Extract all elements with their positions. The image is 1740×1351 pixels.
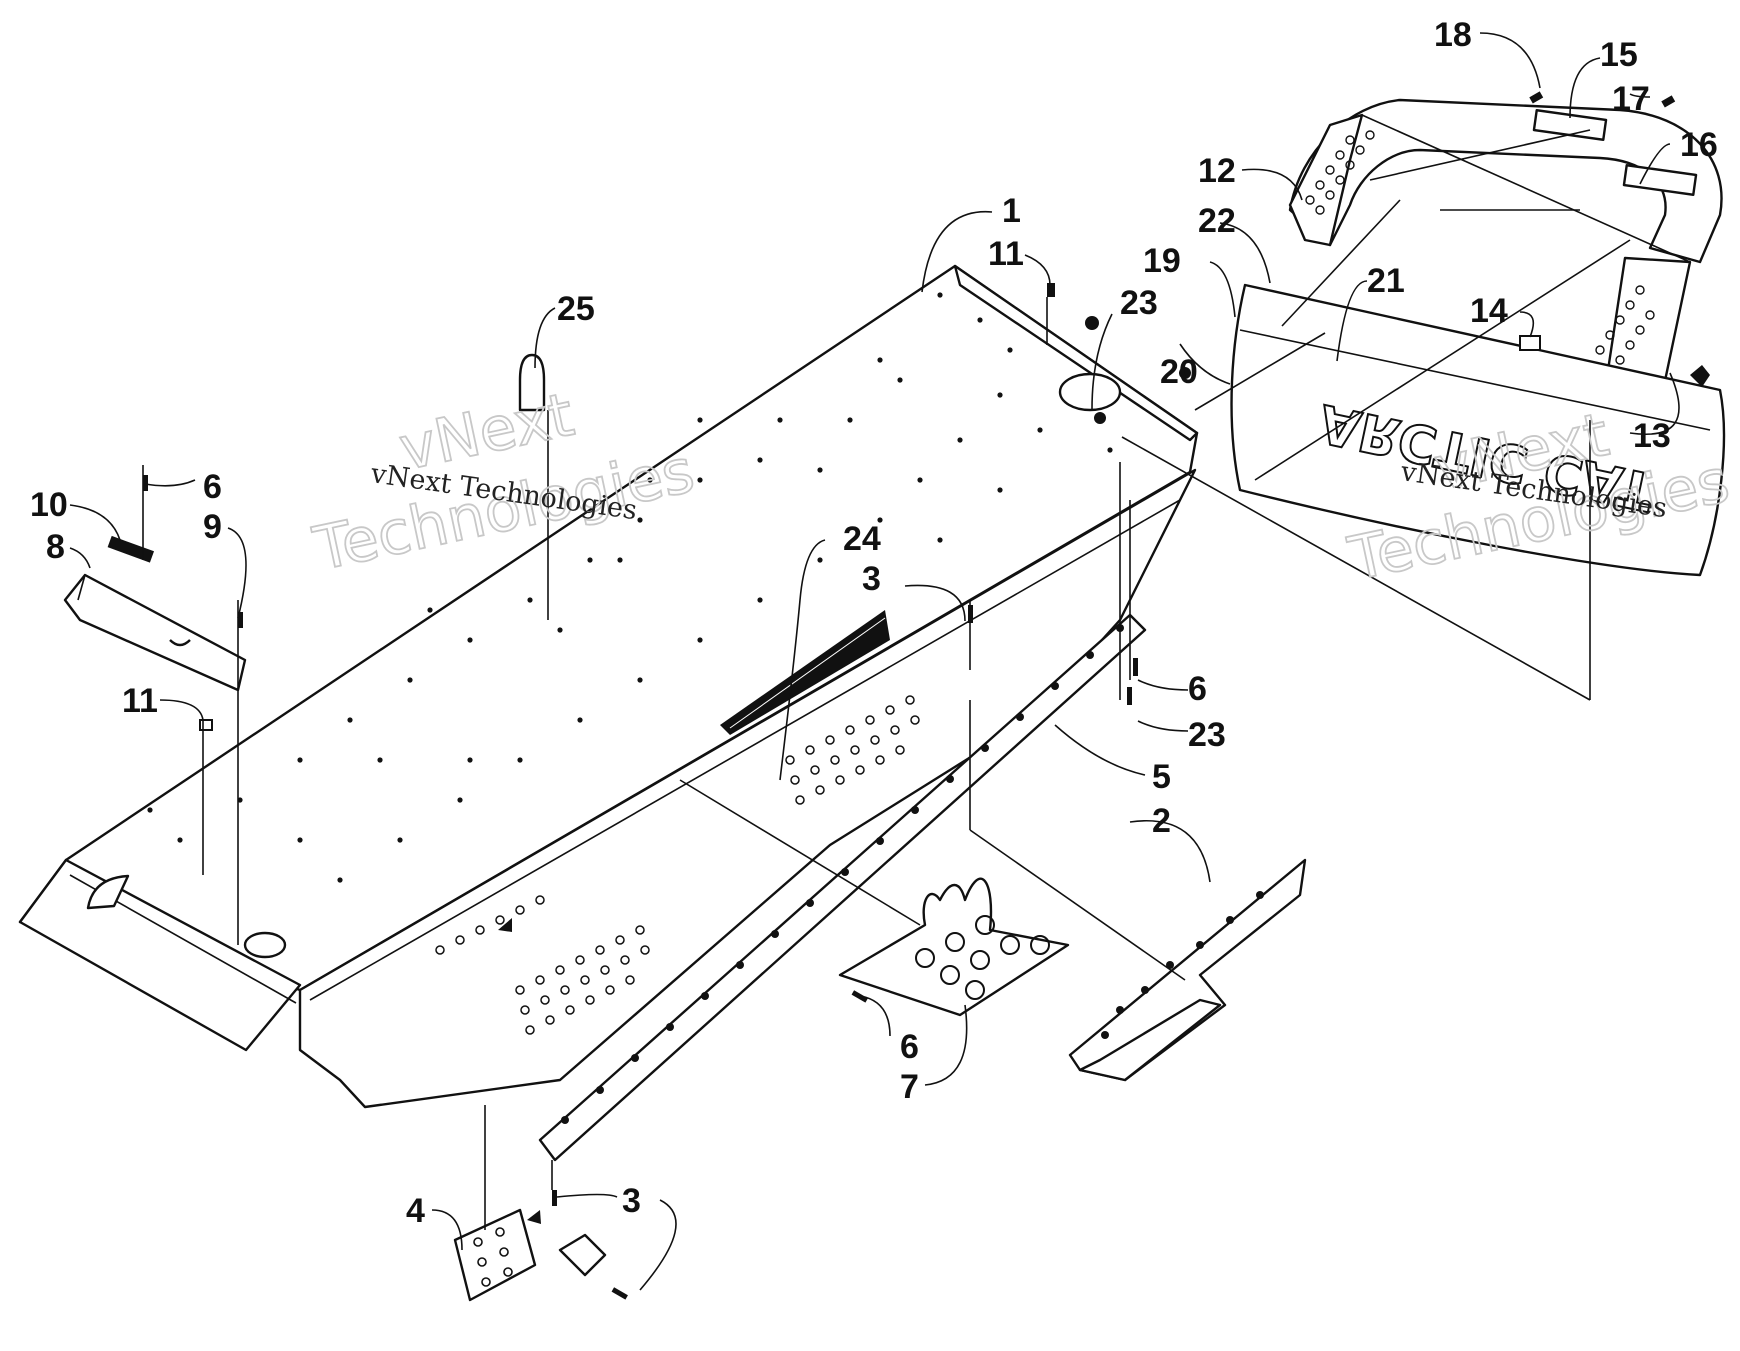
bracket-part <box>63 535 247 692</box>
rear-brace-part <box>1068 858 1307 1082</box>
callouts: 1 2 3 3 4 5 6 6 6 7 8 9 10 11 11 12 13 1… <box>30 16 1718 1291</box>
callout-24: 24 <box>843 520 881 558</box>
callout-15: 15 <box>1600 36 1638 74</box>
callout-22: 22 <box>1198 202 1236 240</box>
callout-23a: 23 <box>1120 284 1158 322</box>
callout-12: 12 <box>1198 152 1236 190</box>
callout-23b: 23 <box>1188 716 1226 754</box>
callout-2: 2 <box>1152 802 1171 840</box>
callout-5: 5 <box>1152 758 1171 796</box>
footrest-part <box>838 877 1070 1017</box>
callout-6b: 6 <box>1188 670 1207 708</box>
bumper-part <box>1288 98 1723 407</box>
callout-6a: 6 <box>203 468 222 506</box>
callout-7: 7 <box>900 1068 919 1106</box>
callout-10: 10 <box>30 486 68 524</box>
callout-8: 8 <box>46 528 65 566</box>
callout-16: 16 <box>1680 126 1718 164</box>
callout-1: 1 <box>1002 192 1021 230</box>
callout-19: 19 <box>1143 242 1181 280</box>
guide-lines <box>142 129 1631 1230</box>
callout-3b: 3 <box>622 1182 641 1220</box>
callout-11a: 11 <box>988 235 1024 273</box>
plate-part <box>453 1208 607 1302</box>
callout-3a: 3 <box>862 560 881 598</box>
callout-25: 25 <box>557 290 595 328</box>
callout-4: 4 <box>406 1192 425 1230</box>
callout-14: 14 <box>1470 292 1508 330</box>
snow-flap-part: ARCTIC CAT <box>1230 283 1726 577</box>
callout-18: 18 <box>1434 16 1472 54</box>
callout-13: 13 <box>1633 417 1671 455</box>
fasteners <box>143 91 1710 1300</box>
callout-11b: 11 <box>122 682 158 720</box>
callout-17: 17 <box>1612 80 1650 118</box>
running-board-part <box>538 613 1147 1162</box>
callout-20: 20 <box>1160 353 1198 391</box>
tunnel-part <box>18 264 1199 1109</box>
callout-6c: 6 <box>900 1028 919 1066</box>
callout-9: 9 <box>203 508 222 546</box>
callout-21: 21 <box>1367 262 1405 300</box>
